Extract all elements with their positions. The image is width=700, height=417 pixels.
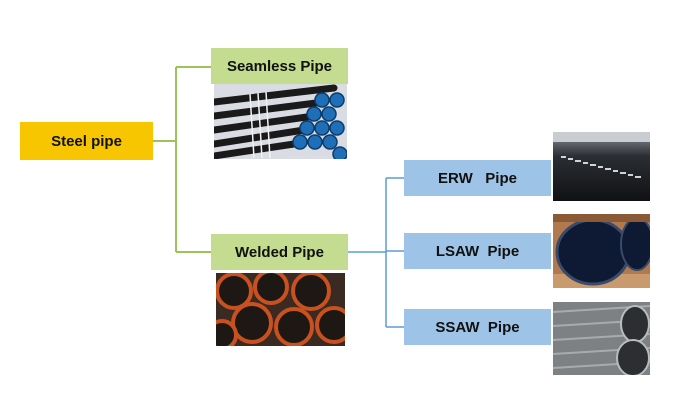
- erw-pipe-photo: [553, 132, 650, 201]
- node-ssaw-pipe: SSAW Pipe: [404, 309, 551, 345]
- seamless-label: Seamless Pipe: [226, 57, 333, 75]
- welded-label: Welded Pipe: [235, 243, 324, 261]
- node-erw-pipe: ERW Pipe: [404, 160, 551, 196]
- node-seamless-pipe: Seamless Pipe: [211, 48, 348, 84]
- ssaw-pipe-photo: [553, 302, 650, 375]
- seamless-pipe-photo: [214, 84, 347, 159]
- welded-pipe-photo: [216, 273, 345, 346]
- node-welded-pipe: Welded Pipe: [211, 234, 348, 270]
- lsaw-pipe-photo: [553, 214, 650, 288]
- root-node-steel-pipe: Steel pipe: [20, 122, 153, 160]
- ssaw-label: SSAW Pipe: [435, 318, 520, 336]
- node-lsaw-pipe: LSAW Pipe: [404, 233, 551, 269]
- lsaw-label: LSAW Pipe: [435, 242, 520, 260]
- erw-label: ERW Pipe: [438, 169, 517, 187]
- root-label: Steel pipe: [51, 132, 122, 150]
